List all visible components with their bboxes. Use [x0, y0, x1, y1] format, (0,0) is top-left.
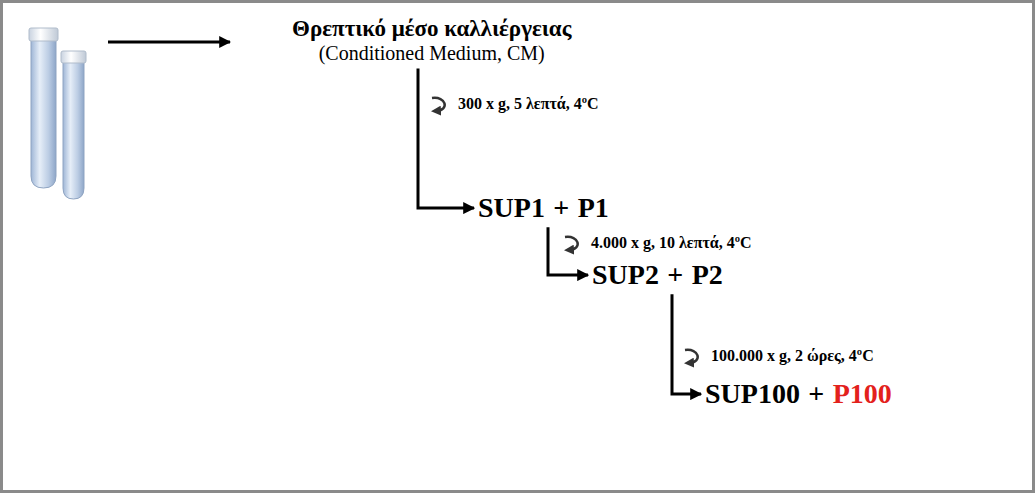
plus-sign: + [667, 259, 683, 291]
spin-symbol [565, 237, 578, 250]
pointer-arrow [108, 41, 230, 44]
flow-connector [672, 294, 701, 394]
fraction-name: SUP2 [592, 259, 659, 291]
fraction-name: P100 [833, 378, 892, 410]
fraction-name: SUP1 [478, 192, 545, 224]
node-heading: Θρεπτικό μέσο καλλιέργειας [292, 16, 571, 42]
centrifugation-condition: 300 x g, 5 λεπτά, 4ºC [456, 94, 601, 113]
fraction-name: P2 [692, 259, 723, 291]
flow-connector [548, 227, 588, 275]
spin-symbol [432, 98, 445, 111]
fraction-node: SUP1+ P1 [478, 192, 609, 224]
flow-connector [418, 68, 474, 208]
fraction-node: SUP2+ P2 [592, 259, 723, 291]
fraction-name: P1 [578, 192, 609, 224]
centrifugation-condition: 4.000 x g, 10 λεπτά, 4ºC [589, 233, 754, 252]
fraction-name: SUP100 [705, 378, 800, 410]
test-tube [29, 28, 58, 188]
medium-node: Θρεπτικό μέσο καλλιέργειας(Conditioned M… [292, 16, 571, 65]
node-subtitle: (Conditioned Medium, CM) [319, 42, 545, 65]
centrifugation-condition: 100.000 x g, 2 ώρες, 4ºC [709, 346, 876, 365]
plus-sign: + [808, 378, 824, 410]
plus-sign: + [553, 192, 569, 224]
fraction-node: SUP100+ P100 [705, 378, 892, 410]
spin-symbol [685, 350, 698, 363]
test-tube [61, 51, 86, 199]
